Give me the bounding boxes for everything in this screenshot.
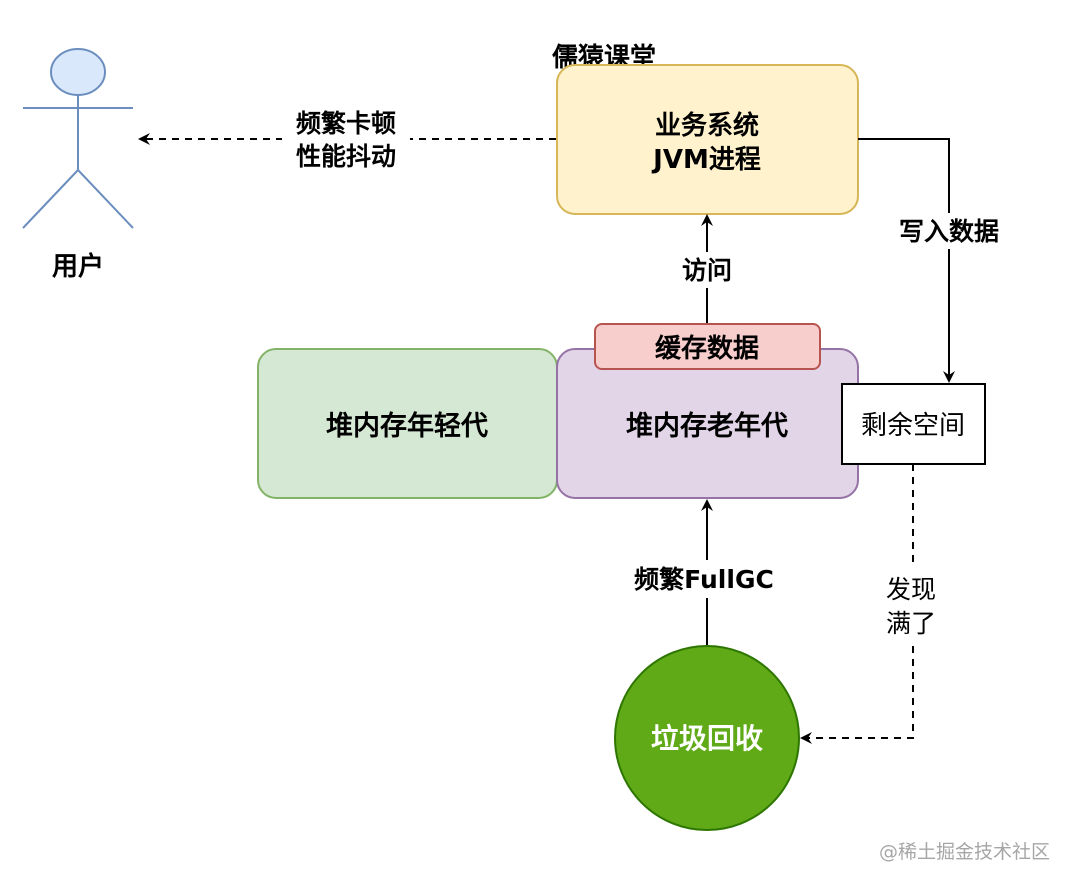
person-icon [22,48,134,229]
edge-frequent-full-gc[interactable]: 频繁FullGC [628,499,786,645]
edge-fullgc-label-bg [628,560,786,598]
old-gen-node[interactable]: 堆内存老年代 [556,348,859,499]
business-system-node[interactable]: 业务系统 JVM进程 [556,64,859,215]
young-gen-node[interactable]: 堆内存年轻代 [257,348,558,499]
old-gen-label: 堆内存老年代 [626,410,788,442]
cache-data-box [594,323,821,370]
cache-data-label: 缓存数据 [655,333,759,364]
edge-fullgc-label: 频繁FullGC [634,565,774,594]
edge-lag-label-line1: 频繁卡顿 [296,109,396,138]
edge-lag-label-line2: 性能抖动 [296,142,396,171]
person-left-leg [22,169,79,229]
cache-data-node[interactable]: 缓存数据 [594,323,821,370]
young-gen-label: 堆内存年轻代 [326,410,488,442]
garbage-collection-label: 垃圾回收 [651,722,763,755]
edge-write-label: 写入数据 [899,217,999,246]
edge-found-full[interactable]: 发现 满了 [800,464,946,744]
edge-write-line [858,138,955,383]
edge-write-data[interactable]: 写入数据 [858,138,1005,383]
edge-lag-to-user[interactable]: 频繁卡顿 性能抖动 [138,104,556,174]
edge-found-full-label-line2: 满了 [886,609,936,638]
garbage-collection-node[interactable]: 垃圾回收 [614,645,800,831]
edge-access-label: 访问 [682,256,732,285]
remaining-space-box [841,383,986,465]
person-head [50,48,106,96]
user-label: 用户 [52,251,104,282]
edge-write-label-bg [893,213,1005,249]
edge-found-full-label-line1: 发现 [886,575,936,604]
edge-lag-label-bg [282,104,410,174]
watermark-text: @稀土掘金技术社区 [879,841,1050,863]
remaining-space-node[interactable]: 剩余空间 [841,383,986,465]
remaining-space-label: 剩余空间 [861,411,965,441]
edge-found-full-line [800,464,914,744]
user-actor[interactable]: 用户 [22,48,134,282]
business-system-label-line2: JVM进程 [651,145,761,175]
edge-access-label-bg [676,252,738,288]
person-right-leg [77,169,134,229]
garbage-collection-circle [614,645,800,831]
business-system-label-line1: 业务系统 [655,110,759,141]
edge-access[interactable]: 访问 [676,214,738,324]
edge-found-full-label-bg [878,568,946,642]
